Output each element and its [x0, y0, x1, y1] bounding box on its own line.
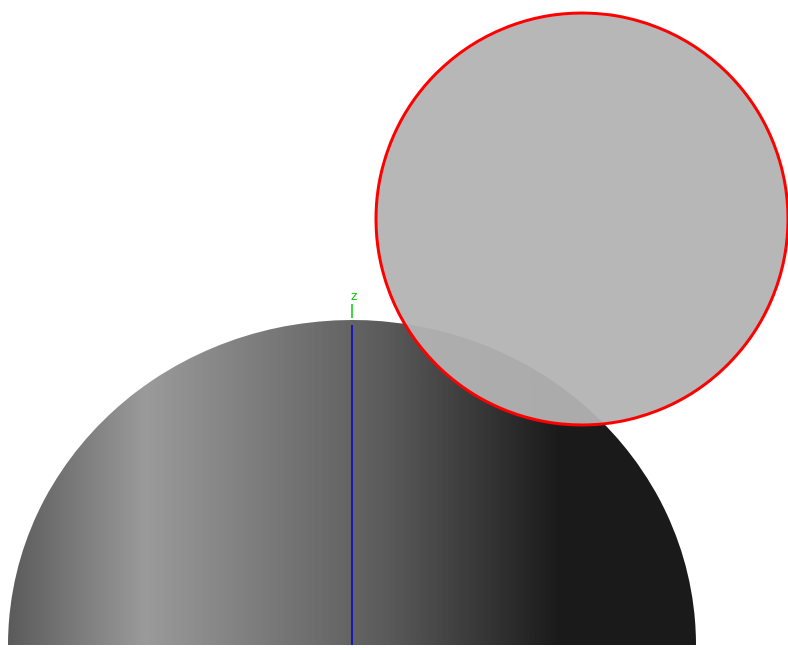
selection-disc[interactable] — [374, 11, 788, 427]
z-axis-label: z — [351, 289, 357, 303]
